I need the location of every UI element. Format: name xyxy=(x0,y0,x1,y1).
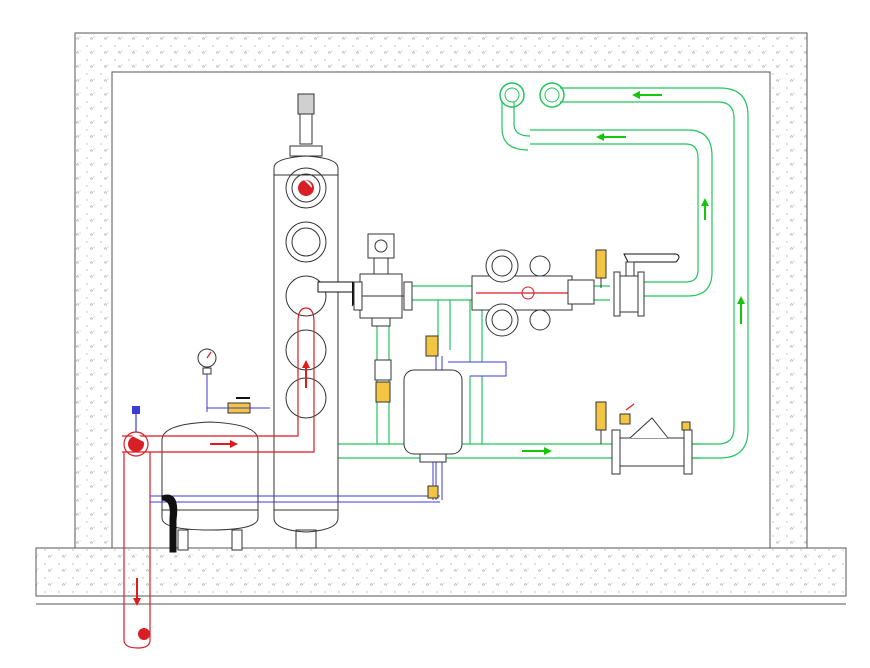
flow-arrow-icon xyxy=(632,91,662,99)
floor-slab xyxy=(35,547,847,597)
return-pipe-mid xyxy=(410,285,472,301)
supply-pipes xyxy=(122,307,315,649)
tank-inlet xyxy=(298,180,314,196)
thermometer-icon xyxy=(595,401,607,444)
return-pipe-inner xyxy=(530,129,713,297)
small-ball-valve xyxy=(207,397,270,414)
valve-handle-icon xyxy=(623,253,680,263)
twin-pump-group xyxy=(471,249,595,337)
top-elbows xyxy=(499,82,565,108)
drain-outlet xyxy=(138,628,150,640)
elbow-right xyxy=(539,82,565,108)
air-vent xyxy=(132,406,140,432)
vertical-separator-tank xyxy=(273,93,339,549)
flow-arrow-icon xyxy=(302,360,310,388)
flow-arrow-icon xyxy=(210,440,238,448)
y-strainer xyxy=(611,403,693,475)
control-valve xyxy=(353,233,413,327)
return-flow-arrows xyxy=(522,91,745,455)
flow-arrow-icon xyxy=(596,133,626,141)
flow-arrow-icon xyxy=(133,578,141,606)
horizontal-tank xyxy=(161,421,259,551)
flow-arrow-icon xyxy=(522,447,552,455)
elbow-left xyxy=(499,82,525,108)
gate-valve xyxy=(613,261,645,317)
valve-handle-icon xyxy=(317,281,357,293)
pump-icon xyxy=(128,434,144,452)
expansion-vessel xyxy=(403,335,507,500)
valve-handle-icon xyxy=(161,494,178,553)
thermometer-icon xyxy=(595,249,607,288)
pressure-gauge-icon xyxy=(197,348,217,412)
supply-flow-arrows xyxy=(133,360,310,606)
strainer-small xyxy=(374,359,392,403)
concrete-structure xyxy=(35,32,847,605)
flow-arrow-icon xyxy=(701,198,709,220)
return-pipe-bottom xyxy=(338,443,612,459)
return-pipe-outer xyxy=(560,87,749,459)
flow-arrow-icon xyxy=(737,296,745,324)
